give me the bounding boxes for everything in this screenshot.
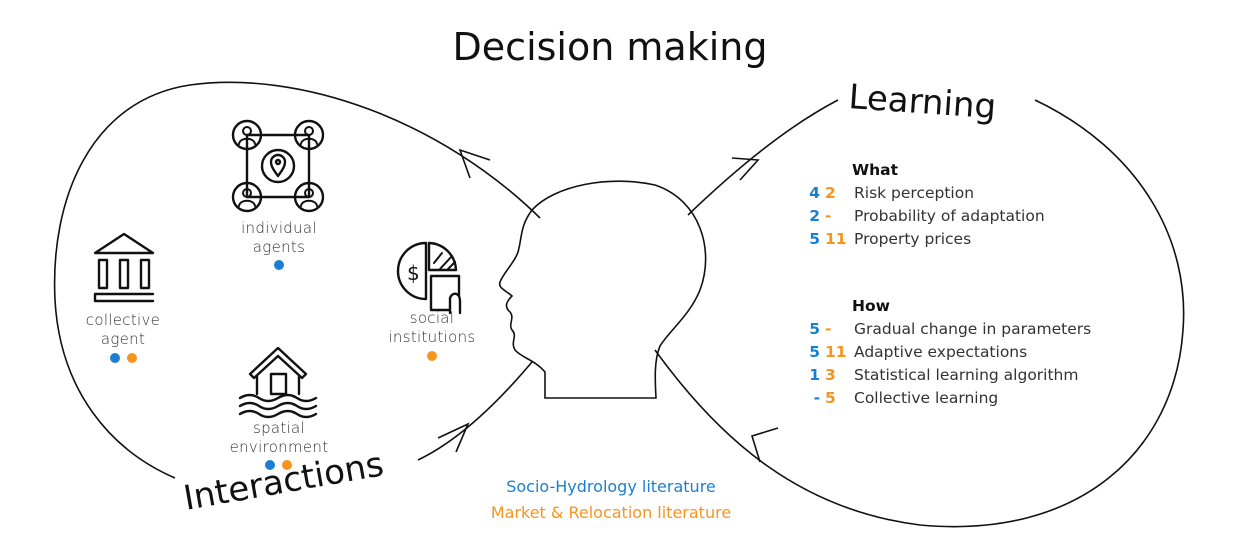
what-list: 4 2 Risk perception 2 - Probability of a… — [809, 184, 1044, 248]
market-dot — [282, 460, 292, 470]
interactions-loop — [53, 81, 541, 479]
socio-count: 5 — [809, 320, 820, 338]
collective-agent-label: agent — [101, 330, 145, 348]
collective-agent-label: collective — [86, 311, 160, 329]
social-institutions-label: social — [410, 309, 455, 327]
arrow-icon — [437, 148, 779, 463]
socio-dot — [274, 260, 284, 270]
social-institutions-label: institutions — [388, 328, 475, 346]
market-count: - — [825, 320, 831, 338]
market-count: - — [825, 207, 831, 225]
individual-agents-label: agents — [253, 238, 305, 256]
finance-chart-icon: $ — [396, 241, 462, 315]
market-count: 5 — [825, 389, 836, 407]
spatial-environment-label: spatial — [253, 419, 305, 437]
socio-count: 4 — [809, 184, 820, 202]
individual-agents-icon — [231, 119, 325, 213]
spatial-environment-label: environment — [230, 438, 329, 456]
socio-dot — [110, 353, 120, 363]
head-icon — [498, 180, 707, 399]
socio-count: - — [814, 389, 820, 407]
market-count: 11 — [825, 230, 847, 248]
market-count: 2 — [825, 184, 836, 202]
socio-count: 1 — [809, 366, 820, 384]
learning-loop — [687, 99, 839, 216]
legend-market-relocation: Market & Relocation literature — [491, 503, 731, 522]
svg-text:$: $ — [407, 261, 420, 285]
how-item: Adaptive expectations — [854, 343, 1027, 361]
how-item: Collective learning — [854, 389, 998, 407]
diagram-title: Decision making — [453, 25, 768, 69]
what-item: Property prices — [854, 230, 971, 248]
learning-loop-end — [654, 99, 1185, 528]
legend-socio-hydrology: Socio-Hydrology literature — [506, 477, 716, 496]
how-header: How — [852, 297, 890, 315]
what-item: Risk perception — [854, 184, 974, 202]
market-count: 11 — [825, 343, 847, 361]
socio-count: 5 — [809, 230, 820, 248]
socio-dot — [265, 460, 275, 470]
how-item: Gradual change in parameters — [854, 320, 1091, 338]
what-header: What — [852, 161, 899, 179]
market-count: 3 — [825, 366, 836, 384]
market-dot — [427, 351, 437, 361]
market-dot — [127, 353, 137, 363]
interactions-loop-end — [417, 361, 533, 461]
socio-count: 2 — [809, 207, 820, 225]
what-item: Probability of adaptation — [854, 207, 1045, 225]
how-list: 5 - Gradual change in parameters 5 11 Ad… — [809, 320, 1091, 407]
building-icon — [93, 232, 155, 303]
individual-agents-label: individual — [241, 219, 317, 237]
flooded-house-icon — [238, 346, 318, 419]
how-item: Statistical learning algorithm — [854, 366, 1078, 384]
learning-label: Learning — [847, 77, 997, 127]
socio-count: 5 — [809, 343, 820, 361]
